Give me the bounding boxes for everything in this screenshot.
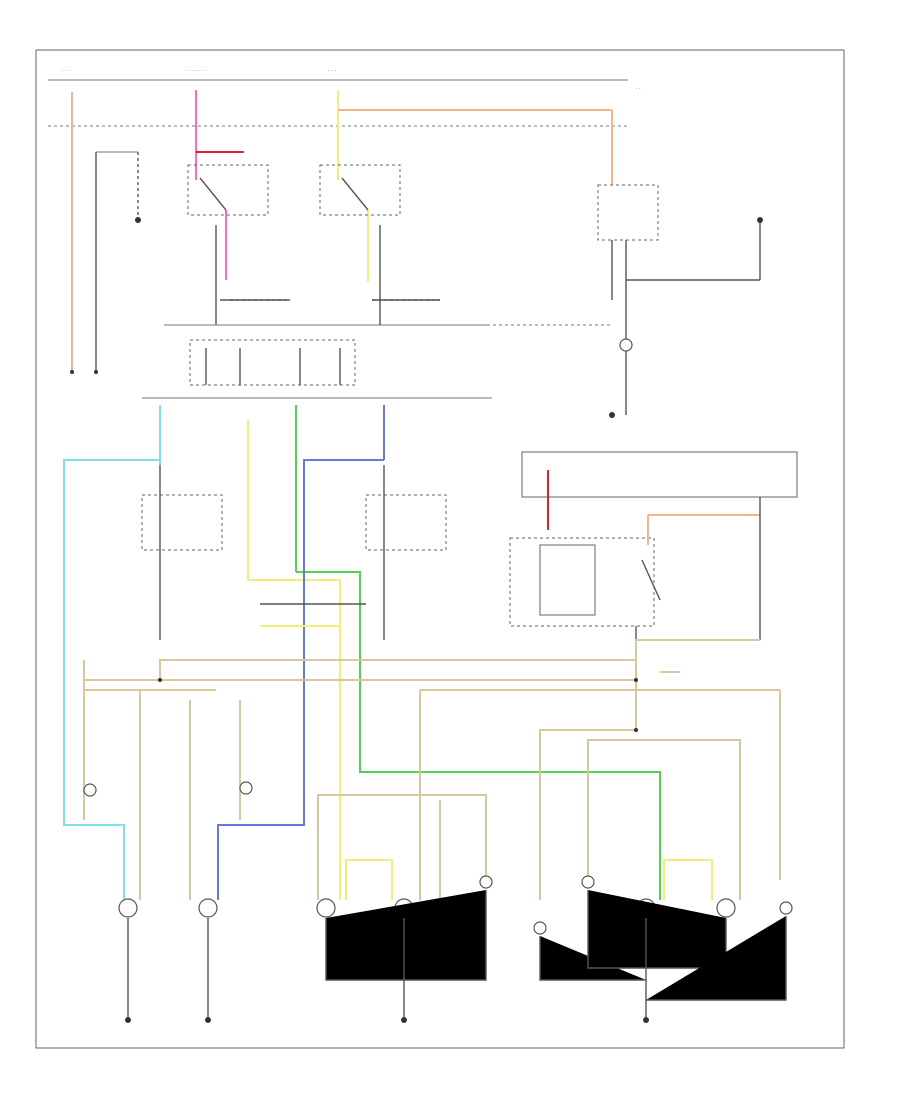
- ground-point-1: [125, 1017, 131, 1023]
- left-front-turn-module: [141, 465, 223, 640]
- ground-point-3: [401, 1017, 407, 1023]
- splice-3: [158, 678, 162, 682]
- tan-rear-right-2: [587, 739, 741, 900]
- license-lamp: [779, 901, 793, 915]
- left-front-park-lamp: [83, 783, 138, 918]
- yellow-rear-left: [345, 859, 393, 900]
- yellow-wire-to-tail: [248, 579, 341, 900]
- ground-rear-right-2: [587, 890, 727, 969]
- svg-text:· ·: · ·: [636, 86, 641, 92]
- splice-1: [94, 370, 98, 374]
- tan-harness-upper: [84, 639, 760, 681]
- turn-signal-switch: [445, 184, 761, 415]
- right-front-turn-module: [365, 465, 447, 640]
- tan-rear-left-box: [317, 794, 487, 900]
- tan-rear-right-1: [539, 729, 636, 900]
- ground-license: [646, 916, 787, 1001]
- headlamp-switch: [187, 164, 401, 216]
- blue-wire-left: [217, 459, 384, 900]
- dimmer-switch: [164, 299, 490, 386]
- ground-point-2: [205, 1017, 211, 1023]
- ground-point-4: [643, 1017, 649, 1023]
- splice-4: [634, 678, 638, 682]
- fuse-block: · · · · · · · · · · · · · · ·: [62, 68, 641, 92]
- ground-point-5: [609, 412, 615, 418]
- yellow-rear-right: [663, 859, 713, 900]
- green-wire-to-right-tail: [296, 571, 661, 900]
- svg-text:· · · · · · ·: · · · · · · ·: [185, 68, 206, 74]
- right-front-park-lamp: [198, 781, 253, 918]
- light-blue-wire-left: [63, 459, 160, 900]
- ground-point-6: [135, 217, 141, 223]
- svg-text:· · ·: · · ·: [328, 68, 336, 74]
- svg-text:· · ·: · · ·: [62, 68, 70, 74]
- splice-2: [70, 370, 74, 374]
- relay-box: [509, 451, 798, 627]
- diagram-frame: [35, 49, 845, 1049]
- ground-point-7: [757, 217, 763, 223]
- ground-box-left: [325, 890, 487, 981]
- splice-5: [634, 728, 638, 732]
